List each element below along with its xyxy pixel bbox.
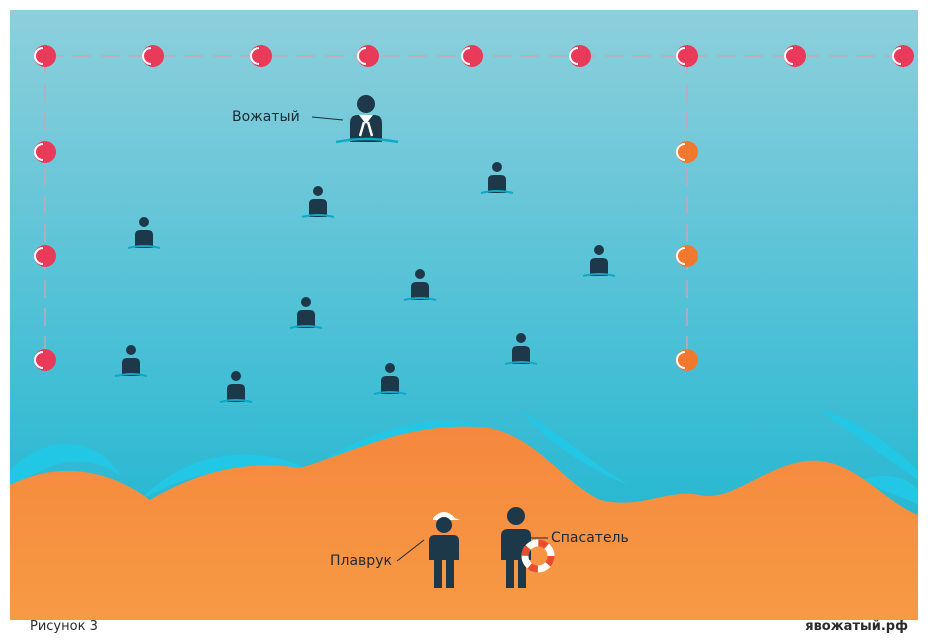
buoy-orange-icon bbox=[676, 141, 698, 163]
buoy-red-icon bbox=[569, 45, 591, 67]
buoy-red-icon bbox=[142, 45, 164, 67]
buoy-orange-icon bbox=[676, 349, 698, 371]
buoy-row-top bbox=[34, 45, 914, 67]
counselor-icon bbox=[335, 95, 399, 144]
swim-instructor-icon bbox=[429, 512, 460, 588]
swimmer-icon bbox=[114, 345, 148, 377]
swimmer-icon bbox=[403, 269, 437, 301]
swim-instructor-label: Плаврук bbox=[330, 553, 392, 569]
buoy-orange-icon bbox=[676, 245, 698, 267]
buoy-red-icon bbox=[34, 45, 56, 67]
sand-beach bbox=[10, 426, 918, 620]
counselor-label: Вожатый bbox=[232, 109, 300, 125]
swim-instructor-pointer-line bbox=[396, 539, 425, 562]
buoy-red-icon bbox=[892, 45, 914, 67]
site-caption: явожатый.рф bbox=[805, 619, 908, 634]
swimmer-icon bbox=[582, 245, 616, 277]
counselor-pointer-line bbox=[311, 116, 344, 121]
buoy-red-icon bbox=[357, 45, 379, 67]
swimmer-icon bbox=[219, 371, 253, 403]
buoy-red-icon bbox=[461, 45, 483, 67]
swimmer-icon bbox=[504, 333, 538, 365]
swimmer-icon bbox=[289, 297, 323, 329]
buoy-red-icon bbox=[34, 141, 56, 163]
buoy-red-icon bbox=[676, 45, 698, 67]
buoy-red-icon bbox=[34, 349, 56, 371]
swimmer-icon bbox=[301, 186, 335, 218]
buoy-red-icon bbox=[250, 45, 272, 67]
swimmers bbox=[114, 162, 616, 403]
figure-caption: Рисунок 3 bbox=[30, 619, 98, 634]
swimmer-icon bbox=[127, 217, 161, 249]
swimmer-icon bbox=[373, 363, 407, 395]
swimmer-icon bbox=[480, 162, 514, 194]
lifeguard-label: Спасатель bbox=[551, 530, 629, 546]
life-ring-icon bbox=[521, 539, 555, 573]
buoy-red-icon bbox=[784, 45, 806, 67]
buoy-column-right bbox=[676, 141, 698, 371]
buoy-column-left bbox=[34, 141, 56, 371]
buoy-red-icon bbox=[34, 245, 56, 267]
